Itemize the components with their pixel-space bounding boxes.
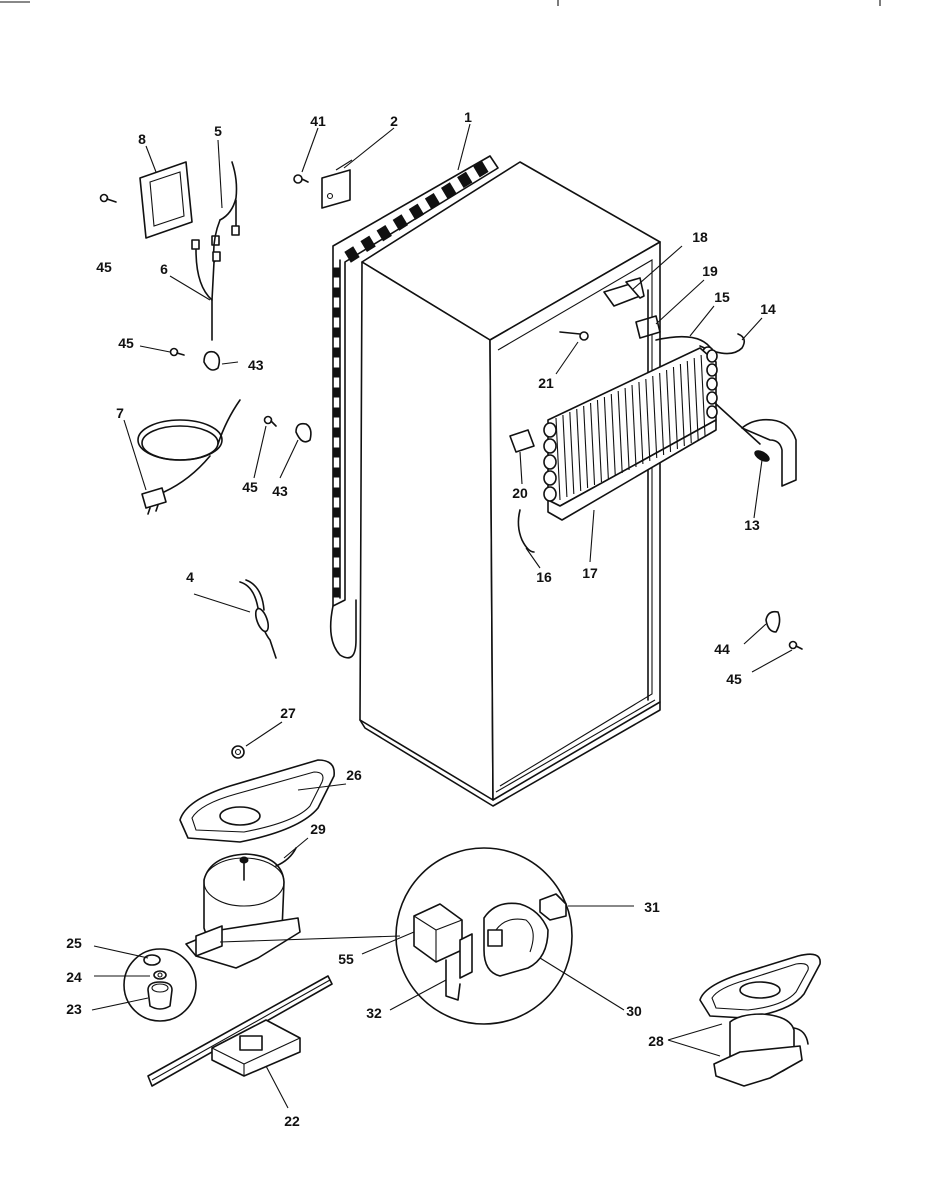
callout-45-a: 45	[96, 259, 112, 275]
detail-circle-grommet-parts	[123, 948, 197, 1022]
callout-25: 25	[66, 935, 82, 951]
part-22-base-rail	[147, 975, 333, 1087]
callout-27: 27	[280, 705, 296, 721]
callout-55: 55	[338, 951, 354, 967]
refrigerator-cabinet	[359, 161, 661, 807]
callout-4: 4	[186, 569, 194, 585]
callout-43-b: 43	[272, 483, 288, 499]
callout-7: 7	[116, 405, 124, 421]
callout-18: 18	[692, 229, 708, 245]
part-16-wire	[517, 509, 535, 553]
callout-labels: 1 2 41 8 5 45 6 45 43 7 45 43 4 18 19 15…	[66, 109, 776, 1129]
callout-13: 13	[744, 517, 760, 533]
part-19-tube-bracket	[635, 289, 661, 701]
callout-6: 6	[160, 261, 168, 277]
callout-21: 21	[538, 375, 554, 391]
callout-44: 44	[714, 641, 730, 657]
callout-2: 2	[390, 113, 398, 129]
callout-41: 41	[310, 113, 326, 129]
callout-5: 5	[214, 123, 222, 139]
part-45-screw-right	[788, 640, 803, 650]
callout-45-c: 45	[242, 479, 258, 495]
callout-45-b: 45	[118, 335, 134, 351]
part-20-block	[509, 429, 535, 453]
callout-17: 17	[582, 565, 598, 581]
callout-1: 1	[464, 109, 472, 125]
callout-31: 31	[644, 899, 660, 915]
part-41-screw	[293, 174, 309, 184]
part-17-coil	[543, 347, 718, 521]
part-45-screw-mid-left	[169, 347, 185, 357]
part-2-bracket	[321, 159, 353, 209]
callout-8: 8	[138, 131, 146, 147]
part-44-clip	[765, 610, 781, 633]
part-29-compressor	[185, 847, 301, 969]
part-13-drain-tube	[715, 403, 797, 487]
callout-29: 29	[310, 821, 326, 837]
callout-43-a: 43	[248, 357, 264, 373]
part-21-clip	[559, 331, 589, 341]
top-border-marks	[0, 0, 881, 6]
leader-lines	[91, 123, 793, 1109]
callout-45-d: 45	[726, 671, 742, 687]
part-45-screw-top-left	[99, 193, 117, 203]
callout-20: 20	[512, 485, 528, 501]
callout-24: 24	[66, 969, 82, 985]
callout-22: 22	[284, 1113, 300, 1129]
part-45-screw-center	[263, 415, 277, 427]
callout-14: 14	[760, 301, 776, 317]
part-1-condenser-coil	[329, 155, 499, 659]
callout-15: 15	[714, 289, 730, 305]
callout-32: 32	[366, 1005, 382, 1021]
callout-23: 23	[66, 1001, 82, 1017]
callout-19: 19	[702, 263, 718, 279]
part-8-panel	[139, 161, 193, 239]
callout-16: 16	[536, 569, 552, 585]
detail-circle-relay-parts	[395, 847, 573, 1025]
part-5-6-wire-harness	[191, 161, 240, 371]
callout-26: 26	[346, 767, 362, 783]
callout-28: 28	[648, 1033, 664, 1049]
callout-30: 30	[626, 1003, 642, 1019]
part-26-drain-pan	[179, 759, 335, 843]
part-4-sensor	[239, 579, 277, 659]
part-28-compressor-assembly	[699, 953, 821, 1087]
part-27-grommet	[231, 745, 245, 759]
part-7-power-cord	[137, 399, 241, 515]
part-43-clamp	[295, 422, 312, 443]
